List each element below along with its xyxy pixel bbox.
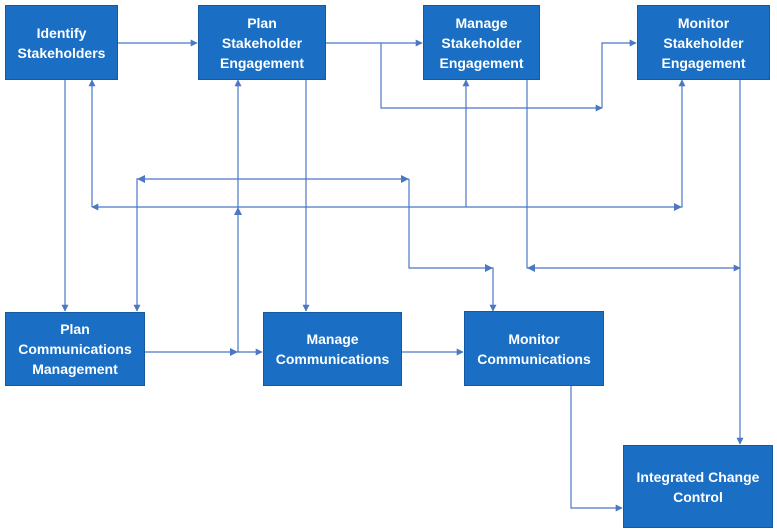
arrowhead-bus-right xyxy=(401,175,409,183)
plan-stakeholder-engagement-line-2: Stakeholder xyxy=(221,34,303,51)
monitor-communications-line-2: Communications xyxy=(477,350,591,367)
plan-stakeholder-engagement-line-3: Engagement xyxy=(219,54,304,71)
monitor-stakeholder-engagement-line-3: Engagement xyxy=(661,54,746,71)
manage-stakeholder-engagement-box: Manage Stakeholder Engagement xyxy=(423,5,540,80)
arrowhead-manage-engagement-left xyxy=(527,264,535,272)
connector-bus-to-plan-communications xyxy=(133,178,409,312)
arrowhead-feedback-right xyxy=(674,203,682,211)
monitor-communications-line-1: Monitor xyxy=(508,330,560,347)
connector-monitor-comms-to-change-control xyxy=(570,386,623,512)
manage-stakeholder-engagement-line-3: Engagement xyxy=(439,54,524,71)
plan-stakeholder-engagement-line-1: Plan xyxy=(247,14,277,31)
connector-plan-engagement-to-monitor-engagement xyxy=(380,43,603,112)
manage-communications-box: Manage Communications xyxy=(263,312,402,386)
identify-stakeholders-box: Identify Stakeholders xyxy=(5,5,118,80)
monitor-communications-box: Monitor Communications xyxy=(464,311,604,386)
plan-communications-management-box: Plan Communications Management xyxy=(5,312,145,386)
arrowhead-bus-left xyxy=(137,175,145,183)
identify-stakeholders-line-2: Stakeholders xyxy=(17,44,106,61)
arrowhead-plan-comms-up xyxy=(234,207,242,215)
connector-riser-to-monitor-engagement xyxy=(601,39,637,108)
arrowhead-route-right xyxy=(485,264,493,272)
manage-stakeholder-engagement-line-1: Manage xyxy=(455,14,508,31)
integrated-change-control-box: Integrated Change Control xyxy=(623,445,773,528)
manage-stakeholder-engagement-line-2: Stakeholder xyxy=(441,34,522,51)
integrated-change-control-line-2: Control xyxy=(673,488,723,505)
plan-stakeholder-engagement-box: Plan Stakeholder Engagement xyxy=(198,5,326,80)
arrowhead-plan-engagement-right xyxy=(230,348,238,356)
monitor-stakeholder-engagement-line-1: Monitor xyxy=(677,14,730,31)
plan-communications-management-line-3: Management xyxy=(32,361,118,377)
manage-communications-line-1: Manage xyxy=(306,331,359,347)
monitor-stakeholder-engagement-line-2: Stakeholder xyxy=(663,34,744,51)
monitor-stakeholder-engagement-box: Monitor Stakeholder Engagement xyxy=(637,5,770,80)
connector-feedback-to-monitor-engagement xyxy=(466,79,686,208)
connector-bus-to-monitor-communications xyxy=(408,179,497,312)
identify-stakeholders-line-1: Identify xyxy=(36,24,87,41)
integrated-change-control-line-1: Integrated Change xyxy=(636,468,760,485)
plan-communications-management-line-1: Plan xyxy=(60,321,90,337)
plan-communications-management-line-2: Communications xyxy=(18,341,132,357)
manage-communications-line-2: Communications xyxy=(275,351,390,367)
